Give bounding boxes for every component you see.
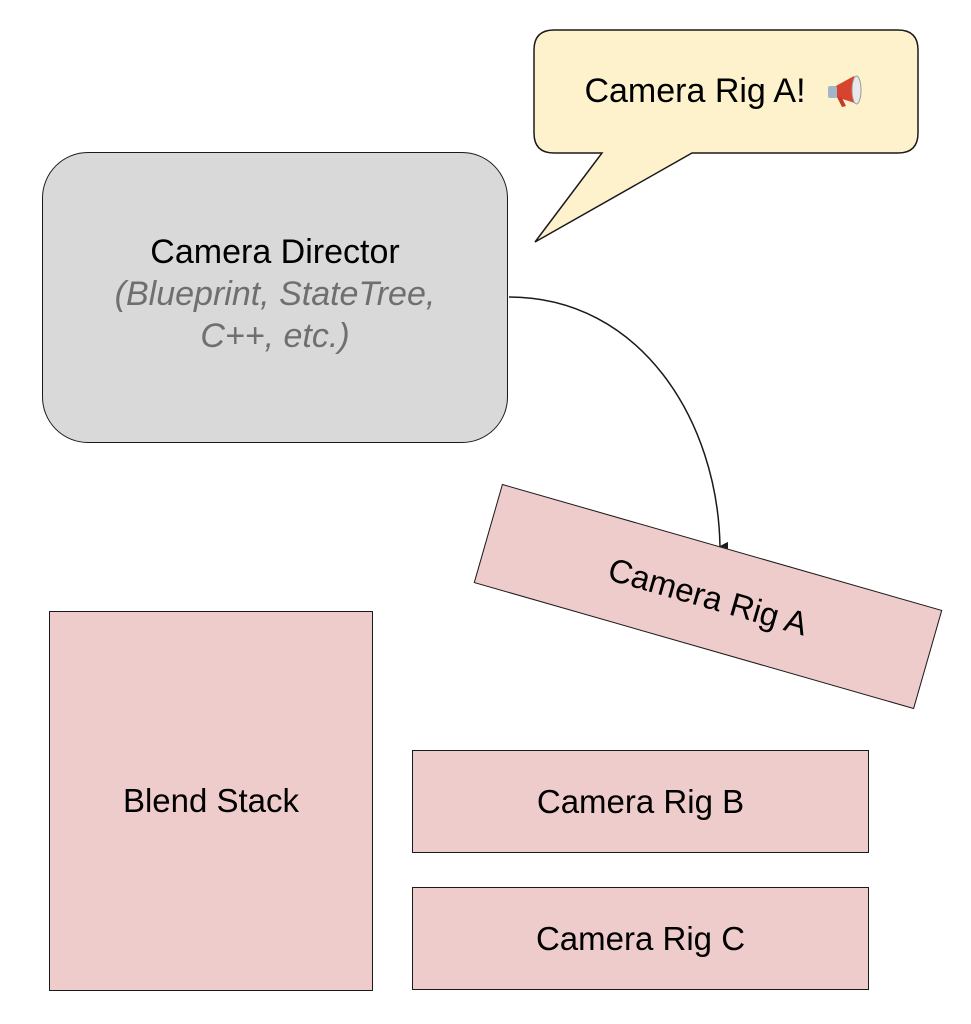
camera-director-subtitle: (Blueprint, StateTree, C++, etc.) [114, 274, 436, 355]
blend-stack-label: Blend Stack [122, 782, 300, 819]
speech-bubble-text: Camera Rig A! [584, 71, 806, 110]
camera-director-title: Camera Director [150, 232, 400, 271]
camera-rig-c-node: Camera Rig C [412, 887, 869, 990]
camera-rig-a-label: Camera Rig A [604, 549, 812, 643]
camera-rig-b-label: Camera Rig B [536, 782, 745, 820]
speech-bubble-content: Camera Rig A! [534, 30, 918, 152]
camera-rig-c-label: Camera Rig C [535, 919, 746, 957]
speech-bubble [533, 29, 919, 243]
camera-rig-b-node: Camera Rig B [412, 750, 869, 853]
blend-stack-node: Blend Stack [49, 611, 373, 991]
camera-director-node: Camera Director (Blueprint, StateTree, C… [42, 152, 508, 443]
megaphone-icon [827, 75, 862, 107]
director-to-rig-a-arrow [508, 296, 729, 552]
